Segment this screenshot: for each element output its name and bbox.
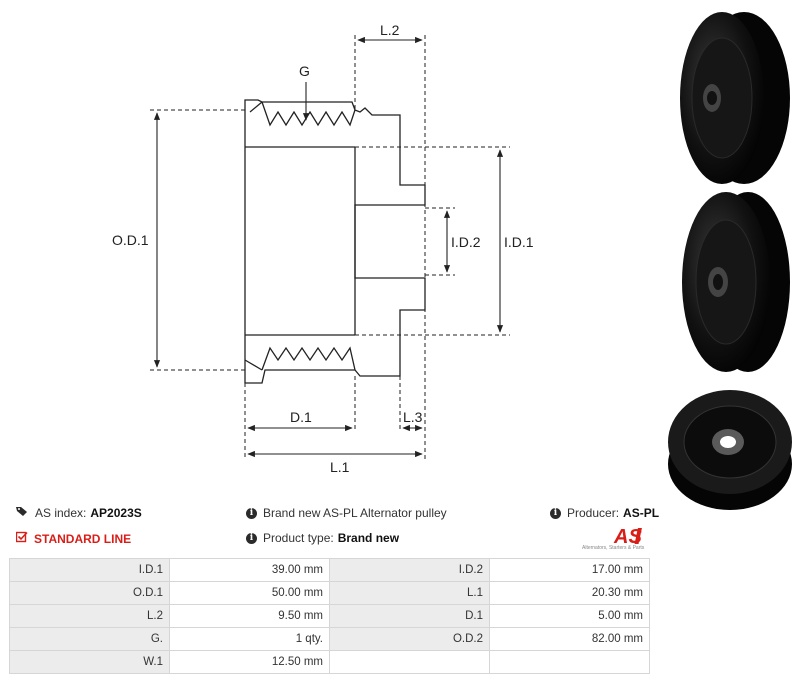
groove-top — [261, 101, 356, 127]
checkbox-checked-icon — [15, 531, 28, 546]
product-type-label: Product type: — [263, 531, 334, 545]
label-g: G — [299, 63, 310, 79]
spec-value-cell — [489, 650, 650, 674]
spec-value-cell: 20.30 mm — [489, 581, 650, 605]
info-icon: i — [246, 532, 257, 544]
label-l1: L.1 — [330, 459, 350, 475]
spec-value-cell: 17.00 mm — [489, 558, 650, 582]
standard-line: STANDARD LINE — [15, 531, 132, 546]
as-pl-logo: AS — [613, 526, 642, 548]
tag-icon — [16, 506, 29, 520]
producer-label: Producer: — [567, 506, 620, 520]
spec-value-cell: 12.50 mm — [169, 650, 330, 674]
product-type: i Product type: Brand new — [246, 531, 399, 545]
as-index-value: AP2023S — [90, 506, 142, 520]
spec-value-cell: 50.00 mm — [169, 581, 330, 605]
label-l2: L.2 — [380, 22, 400, 38]
product-type-value: Brand new — [337, 531, 400, 545]
info-icon: i — [550, 507, 561, 519]
label-d1: D.1 — [290, 409, 312, 425]
spec-value-cell: 1 qty. — [169, 627, 330, 651]
logo-tagline: Alternators, Starters & Parts — [582, 545, 645, 551]
groove-bottom — [261, 346, 356, 371]
label-l3: L.3 — [403, 409, 423, 425]
spec-label-cell: G. — [9, 627, 170, 651]
info-icon: i — [246, 507, 257, 519]
pulley-outline — [244, 99, 426, 384]
spec-label-cell: I.D.2 — [329, 558, 490, 582]
label-od1: O.D.1 — [112, 232, 149, 248]
spec-label-cell: I.D.1 — [9, 558, 170, 582]
product-photo-side-middle — [682, 192, 790, 372]
spec-value-cell: 39.00 mm — [169, 558, 330, 582]
spec-value-cell: 5.00 mm — [489, 604, 650, 628]
spec-label-cell: D.1 — [329, 604, 490, 628]
label-id2: I.D.2 — [451, 234, 481, 250]
spec-label-cell: O.D.2 — [329, 627, 490, 651]
spec-label-cell: L.1 — [329, 581, 490, 605]
standard-line-label: STANDARD LINE — [34, 531, 132, 546]
producer-value: AS-PL — [623, 506, 660, 520]
description-text: Brand new AS-PL Alternator pulley — [263, 506, 447, 520]
product-photo-angle — [668, 390, 792, 510]
as-index-label: AS index: — [35, 506, 87, 520]
spec-label-cell — [329, 650, 490, 674]
spec-value-cell: 9.50 mm — [169, 604, 330, 628]
spec-value-cell: 82.00 mm — [489, 627, 650, 651]
label-id1: I.D.1 — [504, 234, 534, 250]
producer: i Producer: AS-PL — [550, 506, 659, 520]
spec-label-cell: W.1 — [9, 650, 170, 674]
as-index: AS index: AP2023S — [16, 506, 142, 520]
product-photo-side-top — [680, 12, 790, 184]
description: i Brand new AS-PL Alternator pulley — [246, 506, 447, 520]
spec-label-cell: L.2 — [9, 604, 170, 628]
pulley-technical-drawing: O.D.1 I.D.1 I.D.2 G L.2 D.1 L.3 L.1 — [112, 22, 534, 475]
spec-label-cell: O.D.1 — [9, 581, 170, 605]
